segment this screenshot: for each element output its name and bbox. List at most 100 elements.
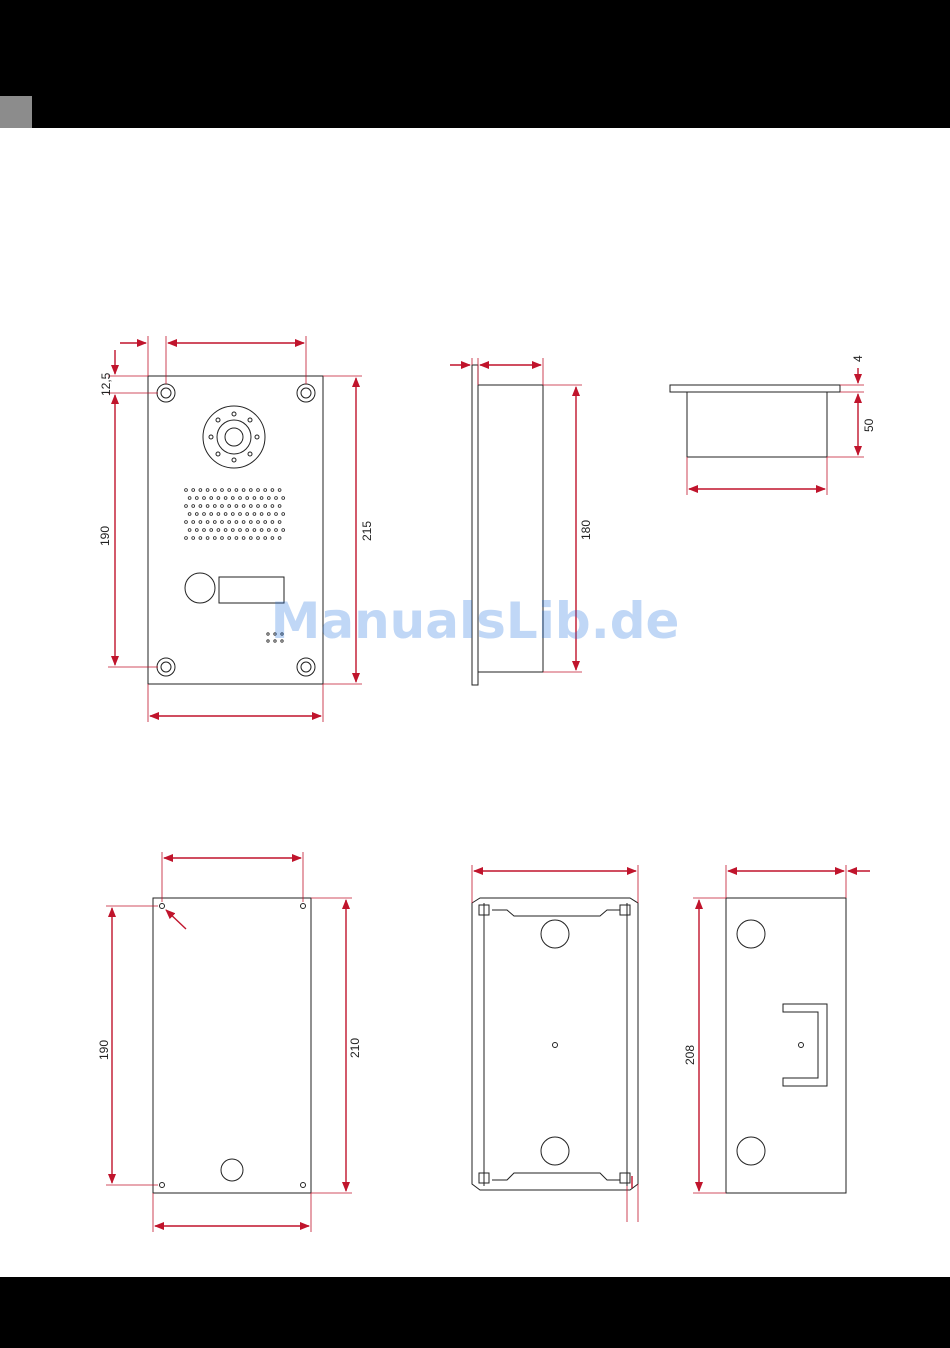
grille-dot bbox=[239, 529, 242, 532]
grille-dot bbox=[228, 521, 231, 524]
back-hole-spacing-label: 190 bbox=[97, 1040, 111, 1060]
grille-dot bbox=[192, 505, 195, 508]
grille-dot bbox=[267, 513, 270, 516]
grille-dot bbox=[192, 521, 195, 524]
grille-dot bbox=[228, 489, 231, 492]
grille-dot bbox=[188, 513, 191, 516]
grille-dot bbox=[206, 505, 209, 508]
grille-dot bbox=[210, 513, 213, 516]
grille-dot bbox=[203, 513, 206, 516]
top-depth-label: 50 bbox=[862, 418, 876, 432]
knockout-hole bbox=[541, 1137, 569, 1165]
grille-dot bbox=[264, 505, 267, 508]
screw-hole bbox=[157, 658, 175, 676]
grille-dot bbox=[246, 497, 249, 500]
grille-dot bbox=[260, 513, 263, 516]
grille-dot bbox=[221, 489, 224, 492]
grille-dot bbox=[210, 529, 213, 532]
grille-dot bbox=[282, 497, 285, 500]
grille-dot bbox=[267, 529, 270, 532]
grille-dot bbox=[278, 537, 281, 540]
grille-dot bbox=[217, 529, 220, 532]
grille-dot bbox=[199, 537, 202, 540]
grille-dot bbox=[213, 521, 216, 524]
mic-dot bbox=[267, 640, 269, 642]
grille-dot bbox=[221, 537, 224, 540]
grille-dot bbox=[221, 505, 224, 508]
grille-dot bbox=[213, 505, 216, 508]
grille-dot bbox=[185, 505, 188, 508]
grille-dot bbox=[253, 497, 256, 500]
mounting-bracket bbox=[783, 1004, 827, 1086]
box-corner-tab bbox=[620, 905, 630, 915]
grille-dot bbox=[246, 529, 249, 532]
grille-dot bbox=[260, 529, 263, 532]
grille-dot bbox=[257, 537, 260, 540]
grille-dot bbox=[253, 513, 256, 516]
grille-dot bbox=[249, 489, 252, 492]
grille-dot bbox=[206, 537, 209, 540]
grille-dot bbox=[271, 489, 274, 492]
front-hole-spacing-label: 190 bbox=[98, 526, 112, 546]
grille-dot bbox=[264, 537, 267, 540]
grille-dot bbox=[228, 537, 231, 540]
grille-dot bbox=[257, 521, 260, 524]
call-button bbox=[185, 573, 215, 603]
grille-dot bbox=[203, 529, 206, 532]
box-corner-tab bbox=[620, 1173, 630, 1183]
grille-dot bbox=[278, 521, 281, 524]
center-hole bbox=[553, 1043, 558, 1048]
grille-dot bbox=[239, 513, 242, 516]
grille-dot bbox=[199, 489, 202, 492]
back-height-label: 210 bbox=[348, 1038, 362, 1058]
grille-dot bbox=[257, 489, 260, 492]
back-plate bbox=[153, 898, 311, 1193]
mounting-box-view bbox=[472, 865, 638, 1222]
grille-dot bbox=[235, 489, 238, 492]
grille-dot bbox=[231, 513, 234, 516]
screw-hole bbox=[157, 384, 175, 402]
grille-dot bbox=[213, 537, 216, 540]
mount-hole bbox=[160, 1183, 165, 1188]
box-side-view: 208 bbox=[683, 865, 870, 1193]
grille-dot bbox=[242, 505, 245, 508]
grille-dot bbox=[242, 489, 245, 492]
grille-dot bbox=[195, 497, 198, 500]
mount-hole bbox=[301, 904, 306, 909]
grille-dot bbox=[185, 489, 188, 492]
grille-dot bbox=[231, 529, 234, 532]
grille-dot bbox=[213, 489, 216, 492]
side-depth-label: 180 bbox=[579, 520, 593, 540]
front-hole-offset-label: 12,5 bbox=[99, 372, 113, 396]
grille-dot bbox=[192, 537, 195, 540]
center-hole bbox=[799, 1043, 804, 1048]
grille-dot bbox=[275, 529, 278, 532]
back-plate-view: 190 210 bbox=[97, 852, 362, 1232]
grille-dot bbox=[192, 489, 195, 492]
cable-hole bbox=[221, 1159, 243, 1181]
screw-hole bbox=[297, 658, 315, 676]
grille-dot bbox=[224, 529, 227, 532]
grille-dot bbox=[199, 521, 202, 524]
grille-dot bbox=[242, 521, 245, 524]
mic-dot bbox=[267, 633, 269, 635]
knockout-hole bbox=[737, 1137, 765, 1165]
grille-dot bbox=[249, 521, 252, 524]
box-height-label: 208 bbox=[683, 1045, 697, 1065]
grille-dot bbox=[271, 521, 274, 524]
front-view: 12,5 190 215 bbox=[98, 336, 374, 722]
grille-dot bbox=[257, 505, 260, 508]
grille-dot bbox=[185, 537, 188, 540]
grille-dot bbox=[224, 497, 227, 500]
mount-hole bbox=[301, 1183, 306, 1188]
grille-dot bbox=[235, 521, 238, 524]
grille-dot bbox=[195, 529, 198, 532]
grille-dot bbox=[235, 537, 238, 540]
camera-icon bbox=[203, 406, 265, 468]
grille-dot bbox=[249, 505, 252, 508]
grille-dot bbox=[282, 513, 285, 516]
grille-dot bbox=[264, 489, 267, 492]
grille-dot bbox=[275, 497, 278, 500]
top-frame-label: 4 bbox=[851, 355, 865, 362]
grille-dot bbox=[278, 489, 281, 492]
